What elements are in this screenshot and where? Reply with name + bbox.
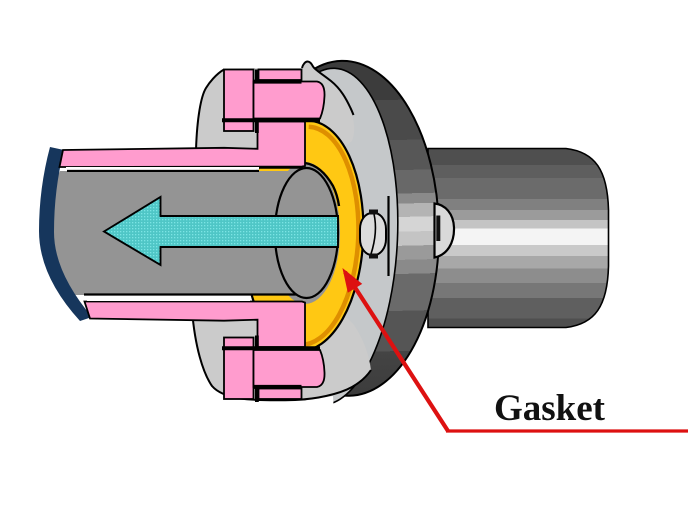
svg-text:Gasket: Gasket xyxy=(494,388,606,429)
